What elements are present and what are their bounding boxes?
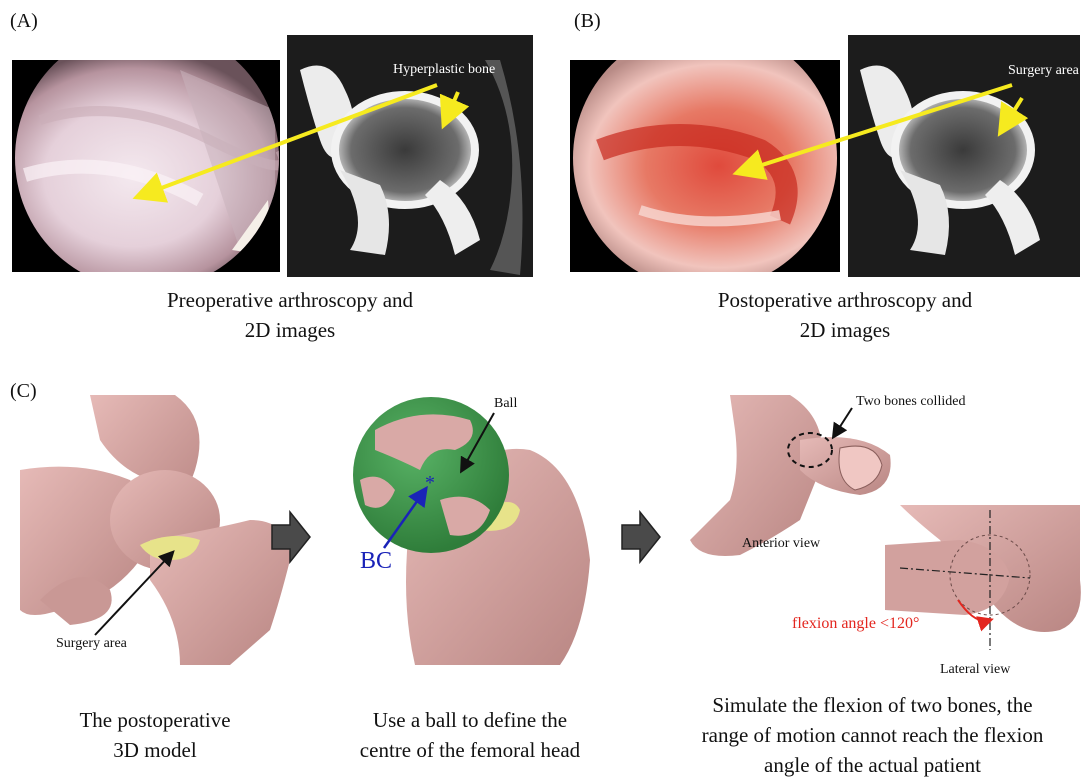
two-bones-collided-label: Two bones collided bbox=[856, 394, 965, 410]
anterior-view-label: Anterior view bbox=[742, 536, 820, 552]
ball-label: Ball bbox=[494, 396, 517, 412]
block-arrow-2 bbox=[622, 512, 660, 562]
flexion-caption-line1: Simulate the flexion of two bones, the bbox=[660, 690, 1085, 720]
ball-caption-line2: centre of the femoral head bbox=[330, 735, 610, 765]
lateral-view-label: Lateral view bbox=[940, 662, 1010, 678]
flexion-angle-label: flexion angle <120° bbox=[792, 615, 919, 633]
flexion-caption-line3: angle of the actual patient bbox=[660, 750, 1085, 780]
ball-center-asterisk: * bbox=[425, 472, 435, 495]
panel-c-label: (C) bbox=[10, 380, 37, 403]
panel-b-caption-line1: Postoperative arthroscopy and bbox=[635, 285, 1055, 315]
flexion-caption-line2: range of motion cannot reach the flexion bbox=[660, 720, 1085, 750]
ball-caption-line1: Use a ball to define the bbox=[330, 705, 610, 735]
flexion-caption: Simulate the flexion of two bones, the r… bbox=[660, 690, 1085, 780]
panel-b-caption-line2: 2D images bbox=[635, 315, 1055, 345]
model-caption-line2: 3D model bbox=[20, 735, 290, 765]
surgery-area-label-3d: Surgery area bbox=[56, 636, 127, 652]
panel-a-caption-line2: 2D images bbox=[80, 315, 500, 345]
panel-a-caption-line1: Preoperative arthroscopy and bbox=[80, 285, 500, 315]
ball-caption: Use a ball to define the centre of the f… bbox=[330, 705, 610, 765]
panel-b-label: (B) bbox=[574, 10, 601, 33]
bc-label: BC bbox=[360, 548, 392, 575]
panel-b-arthroscopy-image bbox=[570, 60, 840, 272]
postoperative-3d-model bbox=[20, 395, 290, 665]
panel-a-arthroscopy-image bbox=[12, 60, 284, 272]
model-caption: The postoperative 3D model bbox=[20, 705, 290, 765]
panel-a-label: (A) bbox=[10, 10, 38, 33]
ball-femoral-head-model bbox=[353, 397, 590, 665]
panel-a-caption: Preoperative arthroscopy and 2D images bbox=[80, 285, 500, 345]
anterior-view-model bbox=[690, 395, 891, 556]
hyperplastic-bone-label: Hyperplastic bone bbox=[393, 62, 495, 78]
panel-b-caption: Postoperative arthroscopy and 2D images bbox=[635, 285, 1055, 345]
surgery-area-label-ct: Surgery area bbox=[1008, 63, 1079, 79]
model-caption-line1: The postoperative bbox=[20, 705, 290, 735]
